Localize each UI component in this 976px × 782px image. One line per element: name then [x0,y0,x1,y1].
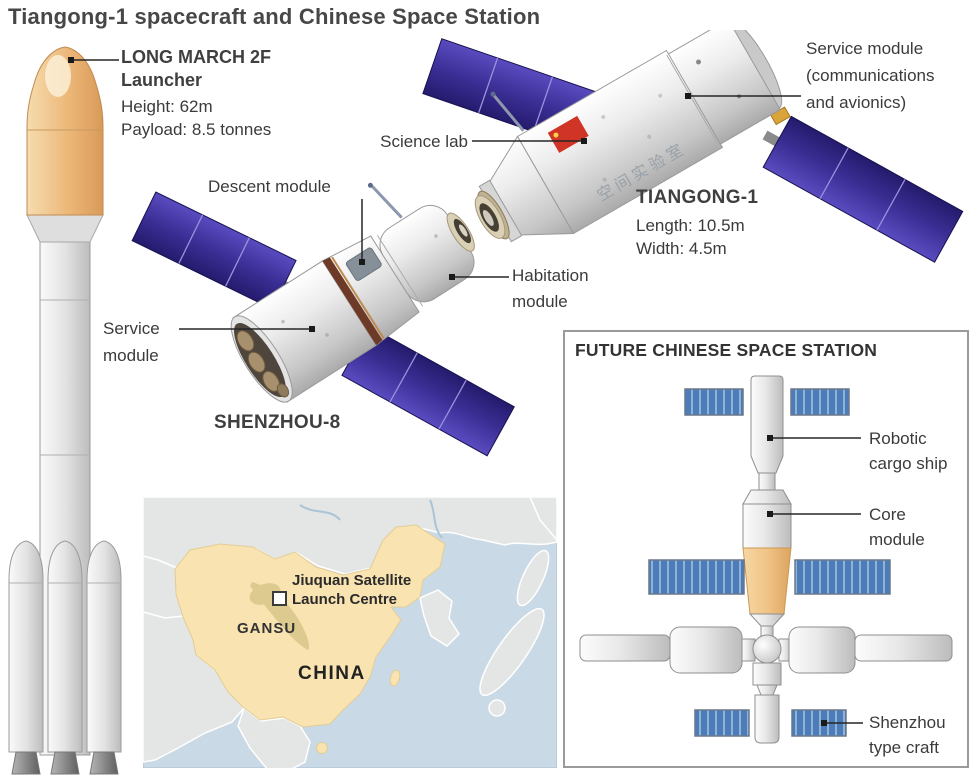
robotic-cargo-label: Robotic cargo ship [869,429,948,473]
tiangong-service-label: Service module (communications and avion… [806,39,935,112]
shenzhou-craft-label: Shenzhou type craft [869,713,946,757]
docking-node-sphere [752,634,782,664]
tiangong-body: 空间实验室 [474,30,791,243]
map-korea [419,589,460,647]
long-march-rocket [8,46,122,775]
shenzhou-antenna [371,185,403,219]
core-module-orange [742,547,792,615]
shenzhou-service-label: Service module [103,319,160,365]
launch-site-marker [272,591,287,606]
gansu-label: GANSU [237,620,297,637]
long-march-height: Height: 62m [121,97,213,116]
core-solar-panel-right [794,559,891,595]
core-module-label: Core module [869,505,925,549]
map-rivers [299,499,443,539]
shenzhou-craft-body [754,694,780,744]
descent-module-label: Descent module [208,177,331,196]
long-march-label: LONG MARCH 2F Launcher Height: 62m Paylo… [121,46,271,141]
launch-site-label: Jiuquan Satellite Launch Centre [292,572,412,608]
rocket-boosters [8,540,122,775]
cargo-solar-panel-right [790,388,850,416]
habitation-module-label: Habitation module [512,266,589,311]
shenzhou-name: SHENZHOU-8 [214,412,341,433]
booster-nozzle [50,751,80,775]
science-lab-label: Science lab [380,132,468,151]
lab-arm-right-outer [854,634,953,662]
cargo-ship-body [750,375,784,474]
lab-module-right [788,626,856,674]
station-leader-dots [767,435,827,726]
tiangong-info-block: TIANGONG-1 Length: 10.5m Width: 4.5m [636,186,758,260]
core-solar-panel-left [648,559,745,595]
node-lower-port [752,662,782,686]
engine-nozzle [247,351,266,373]
shenzhou-craft-panel-left [694,709,750,737]
lab-arm-left-outer [579,634,671,662]
core-module-upper [742,503,792,549]
engine-nozzle [236,330,255,352]
tiangong-length: Length: 10.5m [636,216,745,235]
china-map [143,497,557,768]
map-taiwan [389,669,401,687]
long-march-name: LONG MARCH 2F [121,47,271,67]
booster-nozzle [89,751,119,775]
long-march-type: Launcher [121,70,203,90]
china-flag [547,115,589,153]
tiangong-name: TIANGONG-1 [636,187,759,208]
long-march-payload: Payload: 8.5 tonnes [121,120,272,139]
rocket-interstage [26,214,104,243]
station-leader-lines [773,437,863,724]
tiangong-solar-panel-right [762,115,964,263]
tiangong-width: Width: 4.5m [636,239,727,258]
booster-nozzle [11,751,41,775]
map-hainan [316,742,328,754]
leader-lines [179,95,801,330]
future-station-panel: FUTURE CHINESE SPACE STATION [563,330,969,768]
page-title: Tiangong-1 spacecraft and Chinese Space … [8,4,541,29]
tiangong-antenna [492,93,525,132]
rocket-fairing [26,46,104,216]
engine-nozzle [276,383,290,398]
future-station-diagram [579,375,953,744]
cargo-solar-panel-left [684,388,744,416]
china-label: CHINA [298,663,366,684]
map-japan [479,607,545,697]
future-station-title: FUTURE CHINESE SPACE STATION [575,340,878,360]
leader-dots [309,93,691,332]
map-china-shape [174,524,446,728]
lab-module-left [669,626,743,674]
spacecraft-illustration: 空间实验室 [131,30,964,457]
